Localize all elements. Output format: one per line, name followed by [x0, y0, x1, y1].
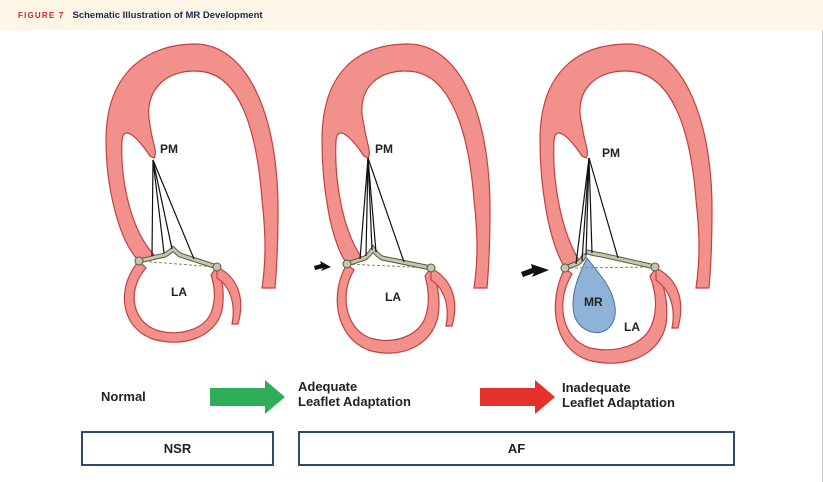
caption-adequate-line2: Leaflet Adaptation [298, 394, 411, 409]
annulus-node [342, 259, 352, 269]
ventricle-wall [539, 43, 713, 289]
figure-header: FIGURE 7 Schematic Illustration of MR De… [0, 0, 823, 30]
annulus-node [426, 263, 436, 273]
mr-jet [572, 257, 616, 334]
mr-label: MR [584, 295, 603, 309]
annulus-node [212, 262, 222, 272]
la-label: LA [385, 290, 401, 304]
heart-panel-inadequate: PM MR LA [521, 43, 713, 364]
nsr-box: NSR [81, 431, 274, 466]
figure-label: FIGURE 7 [18, 10, 65, 20]
heart-panel-adequate: PM LA [314, 43, 491, 354]
annulus-line [138, 260, 218, 268]
red-arrow-icon [480, 380, 555, 414]
chordae [575, 157, 619, 265]
left-atrium [336, 263, 440, 354]
annulus-node [650, 262, 660, 272]
pm-label: PM [160, 142, 178, 156]
caption-normal: Normal [101, 389, 146, 404]
annulus-dilation-arrow [314, 261, 331, 271]
aortic-root [430, 267, 456, 327]
annulus-node [560, 263, 570, 273]
mitral-leaflets-posterior-inner [586, 250, 657, 269]
ventricle-wall [321, 43, 491, 289]
annulus-node [134, 256, 144, 266]
chordae [151, 159, 195, 260]
heart-panel-normal: PM LA [105, 43, 279, 343]
chordae [359, 157, 405, 263]
green-arrow-icon [210, 380, 285, 414]
aortic-root [655, 267, 682, 329]
caption-inadequate-line2: Leaflet Adaptation [562, 395, 675, 410]
la-label: LA [171, 285, 187, 299]
aortic-root [216, 266, 242, 325]
figure-title: Schematic Illustration of MR Development [72, 9, 263, 21]
annulus-line [564, 266, 656, 269]
la-label: LA [624, 320, 640, 334]
af-box: AF [298, 431, 735, 466]
left-atrium [123, 260, 224, 343]
ventricle-wall [105, 43, 279, 289]
annulus-dilation-arrow [521, 264, 549, 277]
caption-adequate-line1: Adequate [298, 379, 358, 394]
mitral-leaflets-anterior-inner [563, 254, 586, 270]
caption-inadequate-line1: Inadequate [562, 380, 631, 395]
mitral-leaflets-inner [345, 246, 433, 270]
mitral-leaflets-inner [137, 246, 219, 269]
pm-label: PM [375, 142, 393, 156]
pm-label: PM [602, 146, 620, 160]
